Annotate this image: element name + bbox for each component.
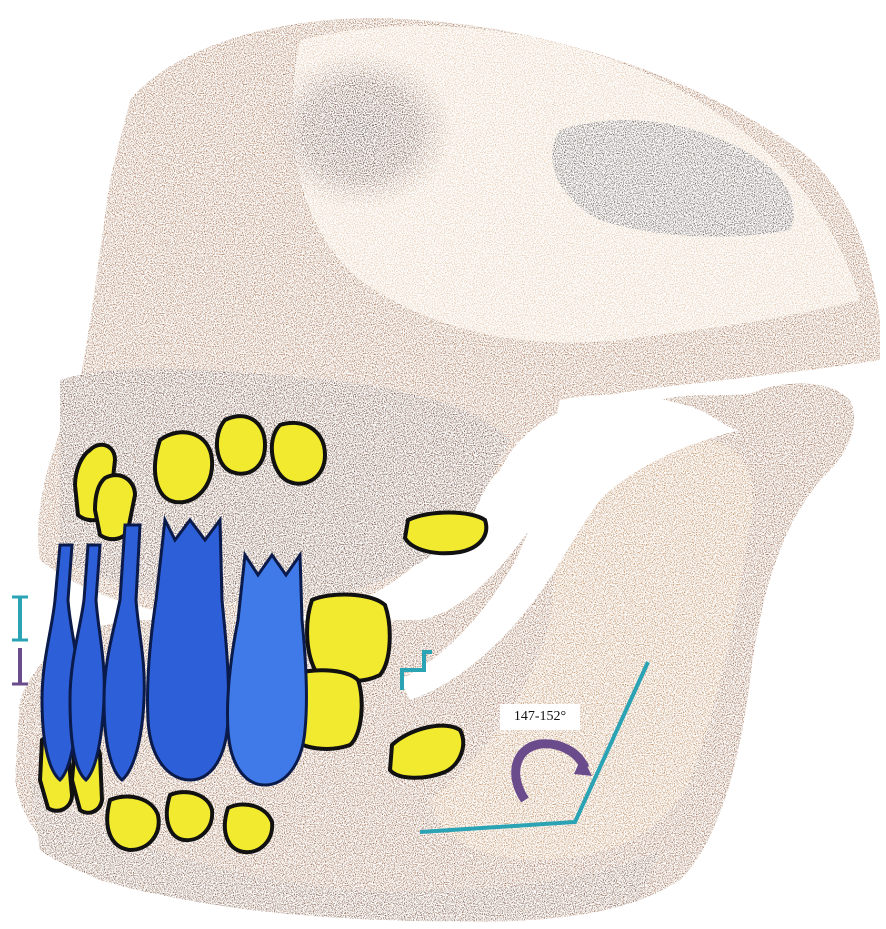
gonial-angle-label: 147-152° xyxy=(500,704,580,730)
vertical-dimension-marker xyxy=(12,597,28,684)
